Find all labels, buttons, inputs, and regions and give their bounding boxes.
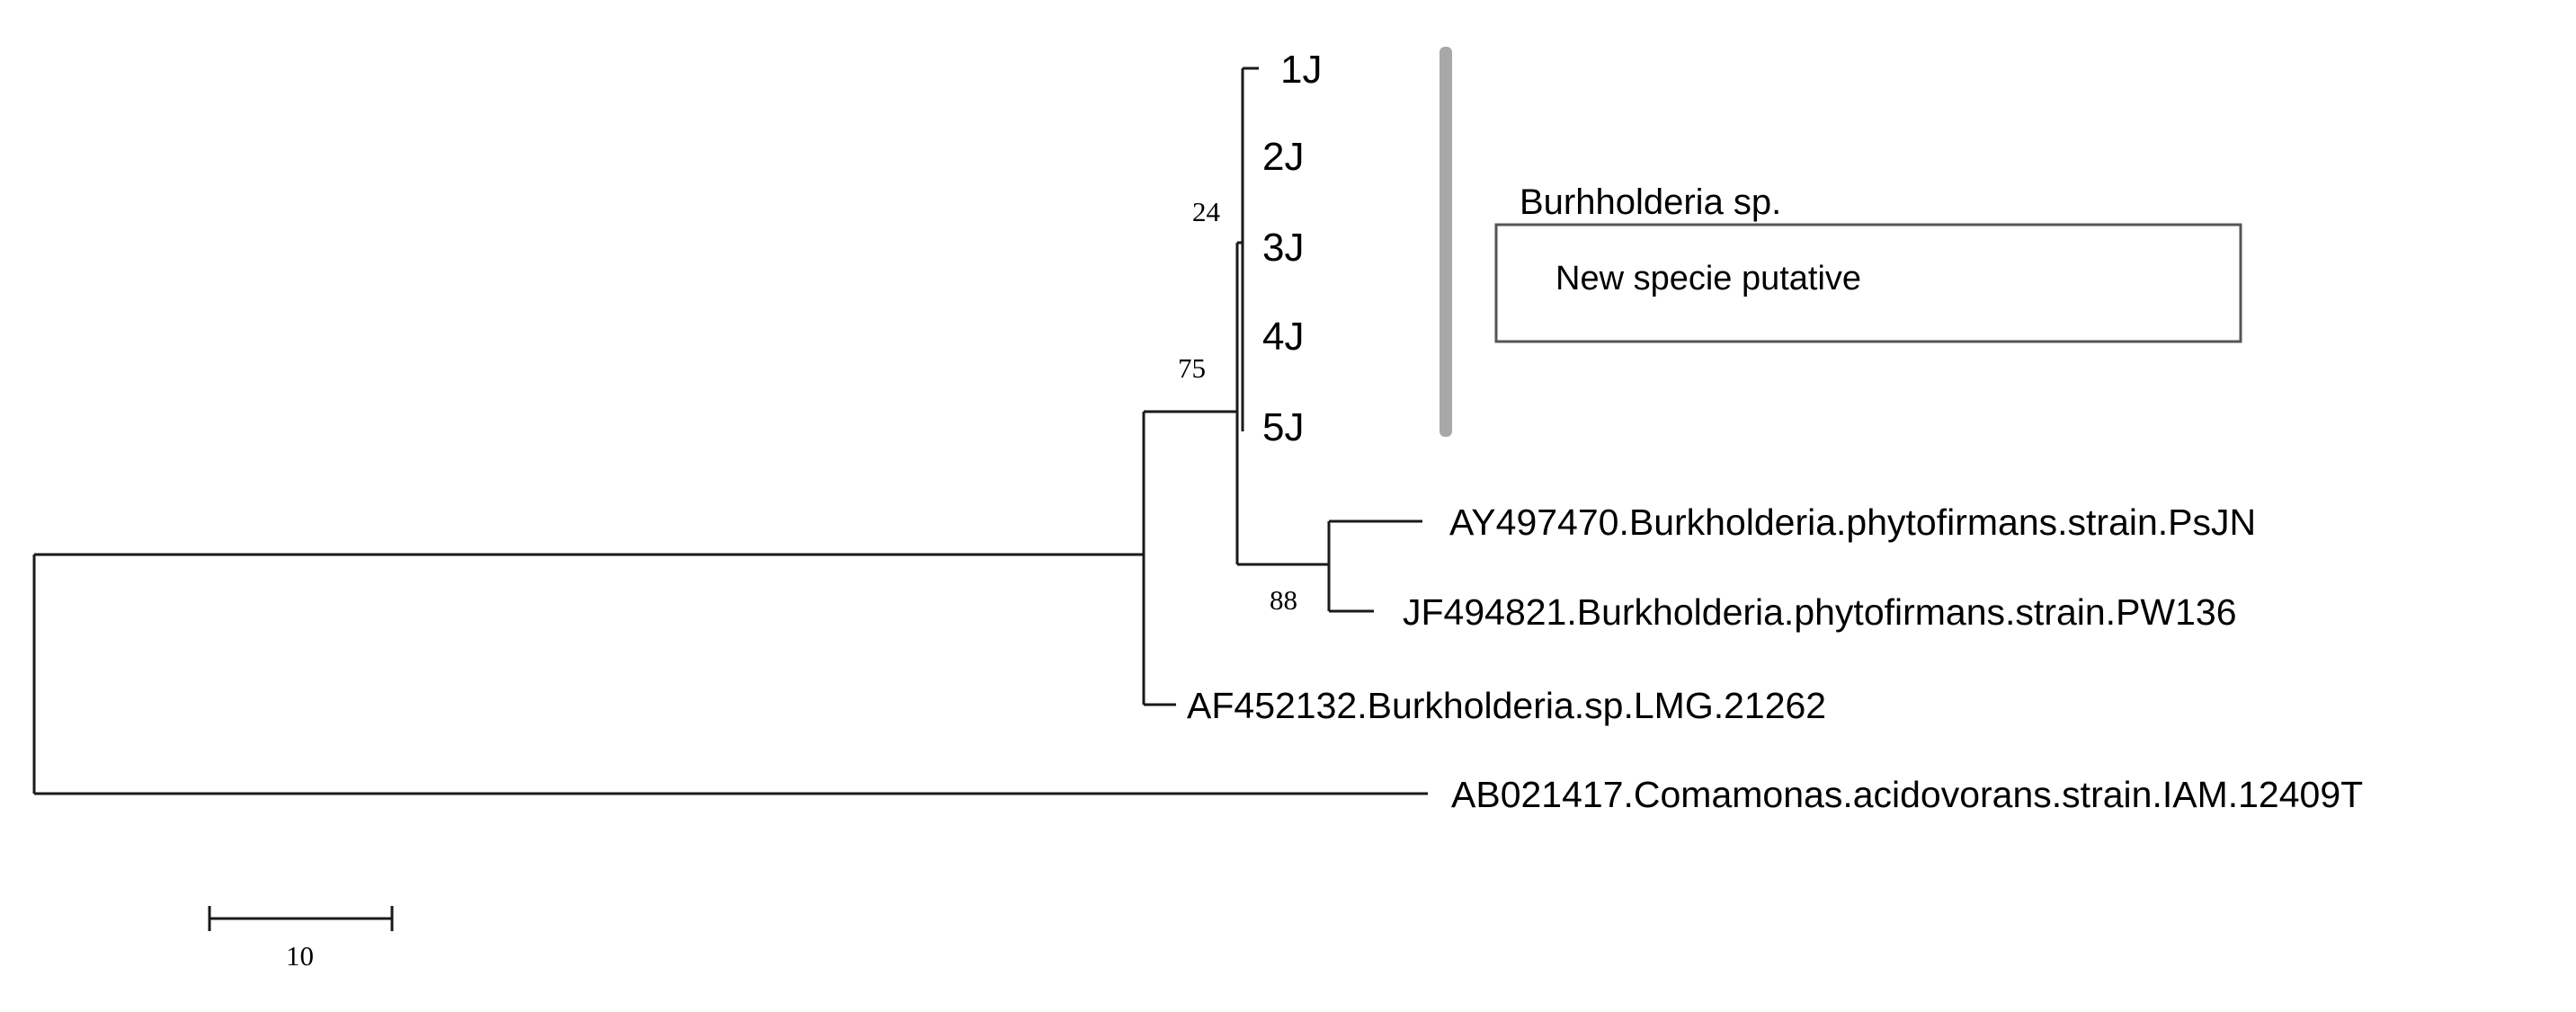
clade-group-label: Burhholderia sp. — [1520, 182, 1781, 222]
tip-label-comamonas: AB021417.Comamonas.acidovorans.strain.IA… — [1451, 774, 2363, 815]
bootstrap-88: 88 — [1270, 584, 1297, 616]
bootstrap-24: 24 — [1192, 196, 1221, 227]
bootstrap-values: 24 75 88 — [1178, 196, 1297, 616]
tip-label-pw136: JF494821.Burkholderia.phytofirmans.strai… — [1403, 591, 2237, 633]
scale-bar-label: 10 — [286, 940, 314, 972]
bootstrap-75: 75 — [1178, 352, 1206, 384]
tip-labels: 1J 2J 3J 4J 5J AY497470.Burkholderia.phy… — [1187, 48, 2363, 815]
tip-label-3j: 3J — [1262, 226, 1304, 270]
clade-annotation: Burhholderia sp. New specie putative — [1440, 47, 2242, 437]
tip-label-1j: 1J — [1280, 48, 1322, 92]
annotation-box-text: New specie putative — [1555, 260, 1861, 297]
tip-label-lmg: AF452132.Burkholderia.sp.LMG.21262 — [1187, 685, 1826, 726]
annotation-box — [1494, 223, 2242, 343]
tree-branches — [32, 67, 1428, 795]
tip-label-2j: 2J — [1262, 135, 1304, 179]
tip-label-4j: 4J — [1262, 315, 1304, 359]
tip-label-psjn: AY497470.Burkholderia.phytofirmans.strai… — [1449, 502, 2256, 543]
tip-label-5j: 5J — [1262, 405, 1304, 449]
scale-bar: 10 — [208, 906, 394, 972]
clade-bracket-bar — [1440, 47, 1452, 437]
